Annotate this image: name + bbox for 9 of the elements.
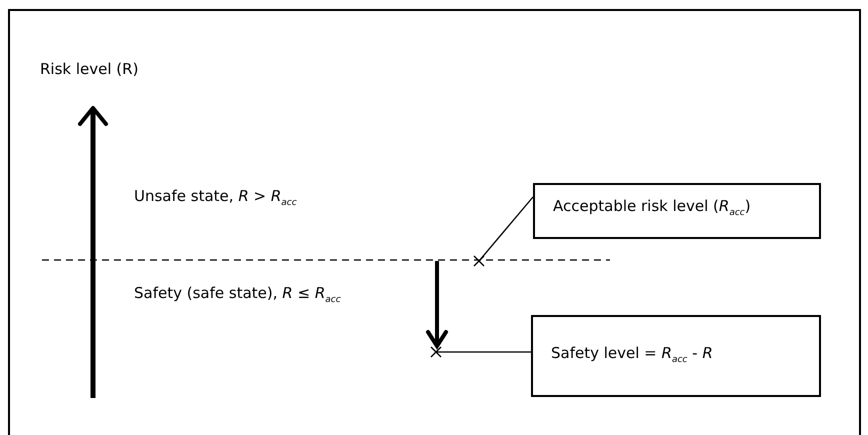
annotation-text: Safety (safe state), R ≤ R$_{acc}$ bbox=[134, 284, 341, 306]
annotation-text: Risk level (R) bbox=[40, 60, 138, 78]
leader-line bbox=[473, 196, 534, 267]
text-box bbox=[531, 315, 821, 397]
text-box bbox=[533, 183, 821, 239]
box-label: Safety level = R$_{acc}$ - R bbox=[551, 344, 713, 366]
annotation-text: Unsafe state, R > R$_{acc}$ bbox=[134, 187, 297, 209]
box-label: Acceptable risk level (R$_{acc}$) bbox=[553, 197, 751, 219]
leader-line bbox=[430, 346, 531, 358]
